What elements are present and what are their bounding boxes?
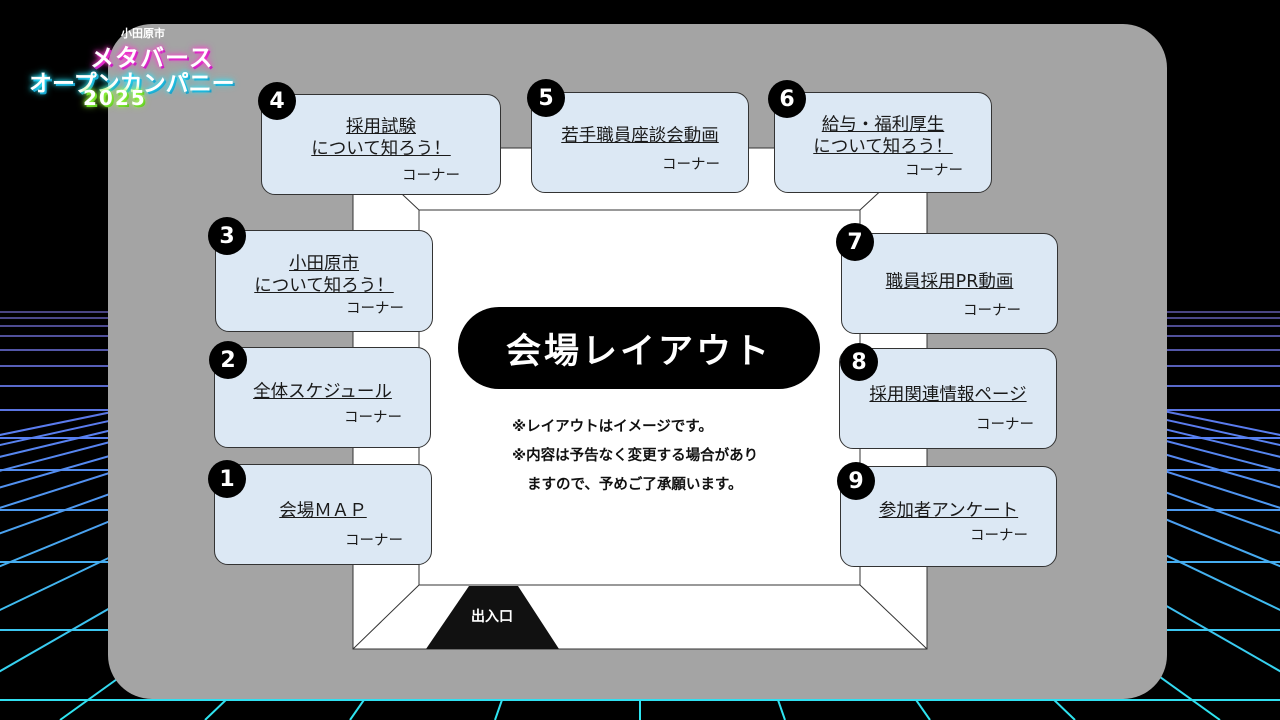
corner-suffix: コーナー <box>905 163 963 179</box>
corner-label: 参加者アンケート <box>878 501 1019 521</box>
corner-1-venue-map-button[interactable]: 会場ＭＡＰ コーナー <box>214 464 432 565</box>
corner-suffix: コーナー <box>976 417 1034 433</box>
corner-5-number-badge: 5 <box>527 79 565 117</box>
corner-6-number-badge: 6 <box>768 80 806 118</box>
corner-5-roundtable-video-button[interactable]: 若手職員座談会動画 コーナー <box>531 92 749 193</box>
corner-7-number-badge: 7 <box>836 223 874 261</box>
corner-suffix: コーナー <box>662 157 720 173</box>
corner-label-line2: について知ろう！ <box>254 276 394 296</box>
corner-2-number-badge: 2 <box>209 341 247 379</box>
layout-title: 会場レイアウト <box>458 307 820 389</box>
corner-label: 全体スケジュール <box>253 382 392 402</box>
note-line-2: ※内容は予告なく変更する場合があり <box>512 448 759 464</box>
logo-line2: オープンカンパニー <box>29 71 235 97</box>
corner-8-number-badge: 8 <box>840 343 878 381</box>
corner-label-line2: について知ろう！ <box>813 137 953 157</box>
corner-suffix: コーナー <box>402 168 460 184</box>
corner-label-line2: について知ろう！ <box>311 139 451 159</box>
corner-1-number-badge: 1 <box>208 460 246 498</box>
corner-label-line1: 給与・福利厚生 <box>821 115 945 135</box>
corner-label-line1: 小田原市 <box>289 254 359 274</box>
corner-label: 会場ＭＡＰ <box>279 501 367 521</box>
event-logo: 小田原市 メタバース オープンカンパニー 2025 <box>26 24 235 114</box>
corner-9-survey-button[interactable]: 参加者アンケート コーナー <box>840 466 1057 567</box>
corner-3-odawara-button[interactable]: 小田原市 について知ろう！ コーナー <box>215 230 433 332</box>
logo-line1: メタバース <box>90 44 214 72</box>
entrance-marker <box>426 586 559 649</box>
room-inner-floor <box>418 209 861 586</box>
corner-2-schedule-button[interactable]: 全体スケジュール コーナー <box>214 347 431 448</box>
entrance-label: 出入口 <box>471 609 513 625</box>
corner-suffix: コーナー <box>345 533 403 549</box>
logo-city: 小田原市 <box>121 27 165 40</box>
corner-suffix: コーナー <box>970 528 1028 544</box>
note-line-1: ※レイアウトはイメージです。 <box>512 419 713 435</box>
corner-9-number-badge: 9 <box>837 462 875 500</box>
corner-6-salary-benefits-button[interactable]: 給与・福利厚生 について知ろう！ コーナー <box>774 92 992 193</box>
corner-label-line1: 採用試験 <box>346 117 416 137</box>
layout-notes: ※レイアウトはイメージです。 ※内容は予告なく変更する場合があり ますので、予め… <box>512 416 758 503</box>
corner-label: 若手職員座談会動画 <box>561 126 719 146</box>
corner-label: 職員採用PR動画 <box>885 272 1014 292</box>
logo-line3: 2025 <box>83 86 147 110</box>
corner-7-pr-video-button[interactable]: 職員採用PR動画 コーナー <box>841 233 1058 334</box>
corner-label: 採用関連情報ページ <box>869 385 1027 405</box>
note-line-3: ますので、予めご了承願います。 <box>527 477 743 493</box>
corner-suffix: コーナー <box>963 303 1021 319</box>
corner-4-number-badge: 4 <box>258 82 296 120</box>
corner-3-number-badge: 3 <box>208 217 246 255</box>
corner-suffix: コーナー <box>346 301 404 317</box>
corner-8-recruit-info-button[interactable]: 採用関連情報ページ コーナー <box>839 348 1057 449</box>
corner-4-exam-button[interactable]: 採用試験 について知ろう！ コーナー <box>261 94 501 195</box>
corner-suffix: コーナー <box>344 410 402 426</box>
